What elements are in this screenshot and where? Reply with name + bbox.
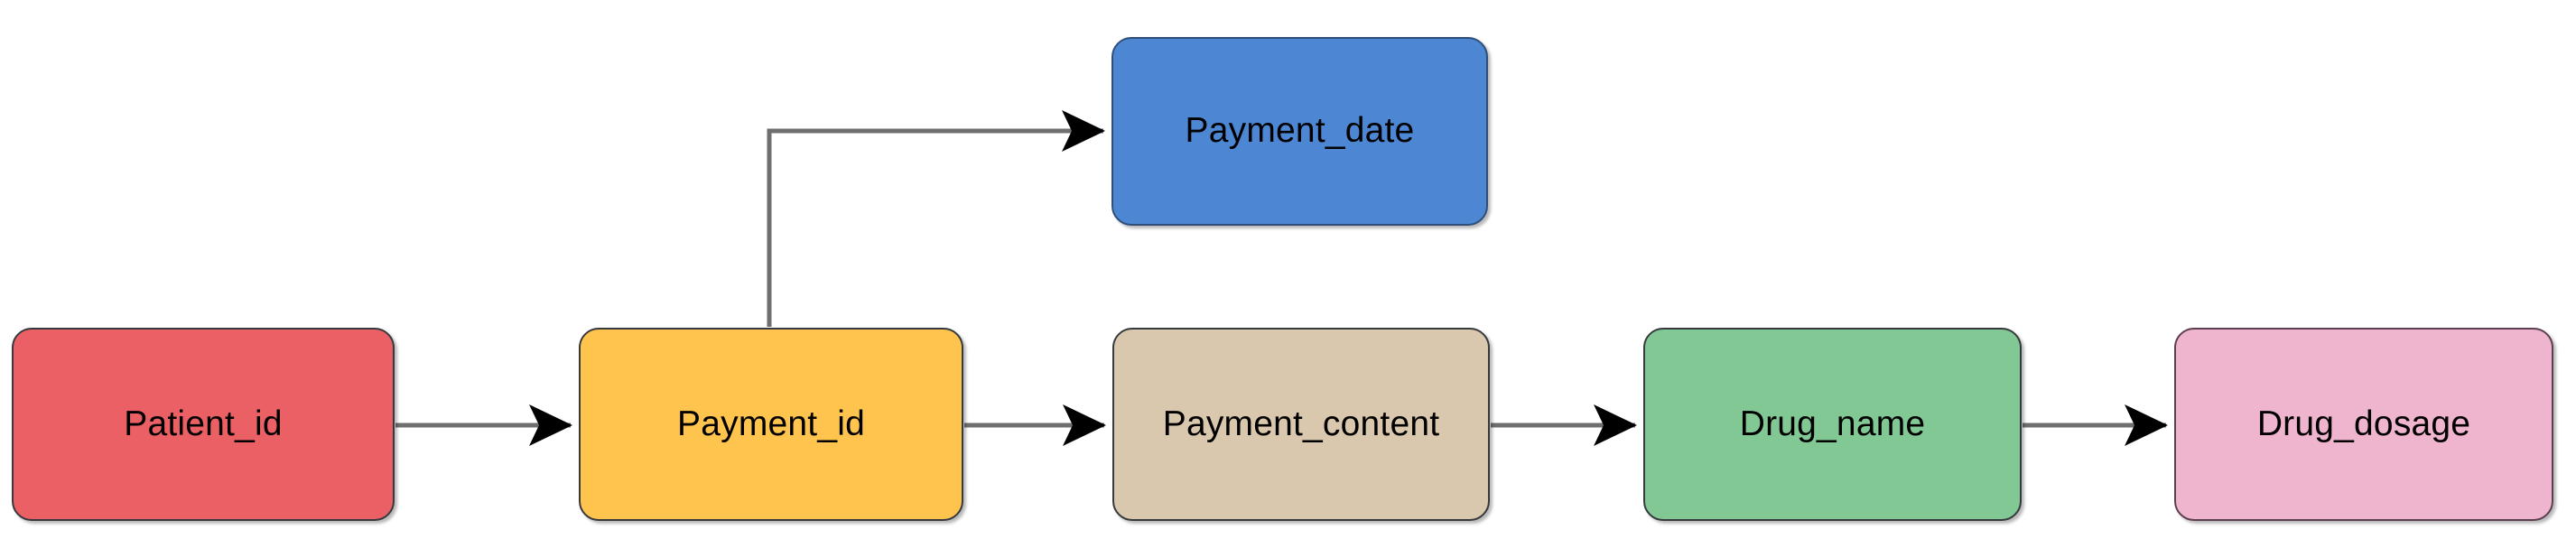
node-label-payment-id: Payment_id (677, 404, 865, 443)
node-payment-id[interactable]: Payment_id (579, 328, 963, 521)
node-payment-content[interactable]: Payment_content (1112, 328, 1490, 521)
node-payment-date[interactable]: Payment_date (1111, 37, 1488, 226)
node-drug-name[interactable]: Drug_name (1643, 328, 2022, 521)
node-label-payment-date: Payment_date (1185, 111, 1415, 151)
node-patient-id[interactable]: Patient_id (12, 328, 395, 521)
edge-payment-id-to-payment-date[interactable] (767, 110, 1105, 327)
node-label-patient-id: Patient_id (124, 404, 283, 443)
node-label-drug-dosage: Drug_dosage (2256, 404, 2471, 443)
node-label-drug-name: Drug_name (1739, 404, 1926, 443)
node-label-payment-content: Payment_content (1162, 404, 1440, 443)
node-drug-dosage[interactable]: Drug_dosage (2174, 328, 2553, 521)
